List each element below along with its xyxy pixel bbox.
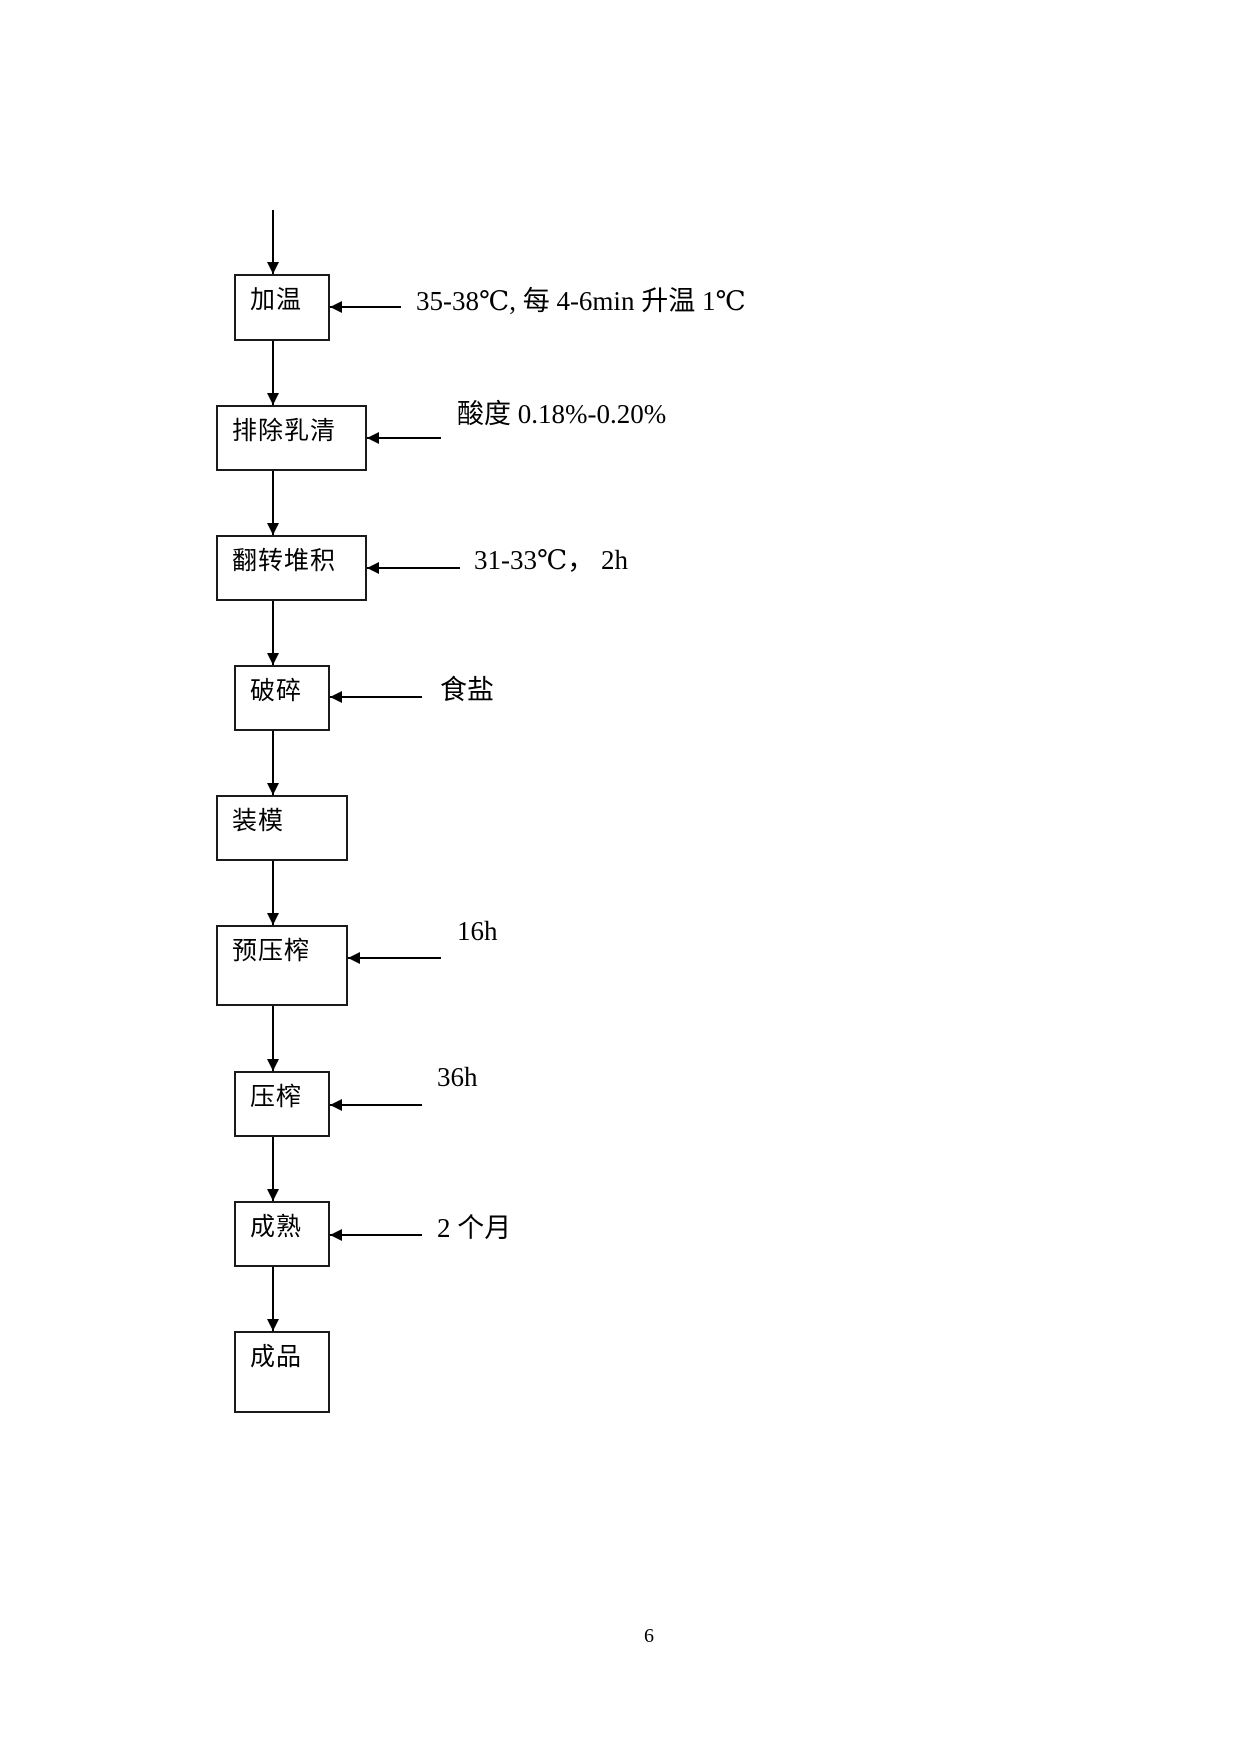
step-box-cheddaring	[216, 535, 367, 601]
note-pressing-time: 36h	[437, 1062, 478, 1092]
note-heating-conditions: 35-38℃, 每 4-6min 升温 1℃	[416, 286, 746, 316]
step-label-milling: 破碎	[250, 676, 303, 705]
note-milling-salt: 食盐	[440, 675, 494, 705]
step-box-drain-whey	[216, 405, 367, 471]
step-box-heating	[234, 274, 330, 341]
step-box-ripening	[234, 1201, 330, 1267]
step-label-cheddaring: 翻转堆积	[232, 546, 337, 575]
step-label-pre-pressing: 预压榨	[232, 936, 311, 965]
step-label-drain-whey: 排除乳清	[232, 416, 337, 445]
step-label-pressing: 压榨	[250, 1082, 303, 1111]
note-ripening-time: 2 个月	[437, 1213, 512, 1243]
step-box-pressing	[234, 1071, 330, 1137]
note-cheddaring-conditions: 31-33℃， 2h	[474, 545, 628, 575]
step-label-molding: 装模	[232, 806, 285, 835]
step-box-pre-pressing	[216, 925, 348, 1006]
step-label-ripening: 成熟	[250, 1212, 303, 1241]
step-box-milling	[234, 665, 330, 731]
page-number: 6	[644, 1625, 654, 1647]
step-label-heating: 加温	[250, 285, 303, 314]
step-box-molding	[216, 795, 348, 861]
note-pre-pressing-time: 16h	[457, 916, 498, 946]
note-whey-acidity: 酸度 0.18%-0.20%	[457, 399, 667, 429]
step-box-finished-product	[234, 1331, 330, 1413]
step-label-finished-product: 成品	[250, 1342, 303, 1371]
